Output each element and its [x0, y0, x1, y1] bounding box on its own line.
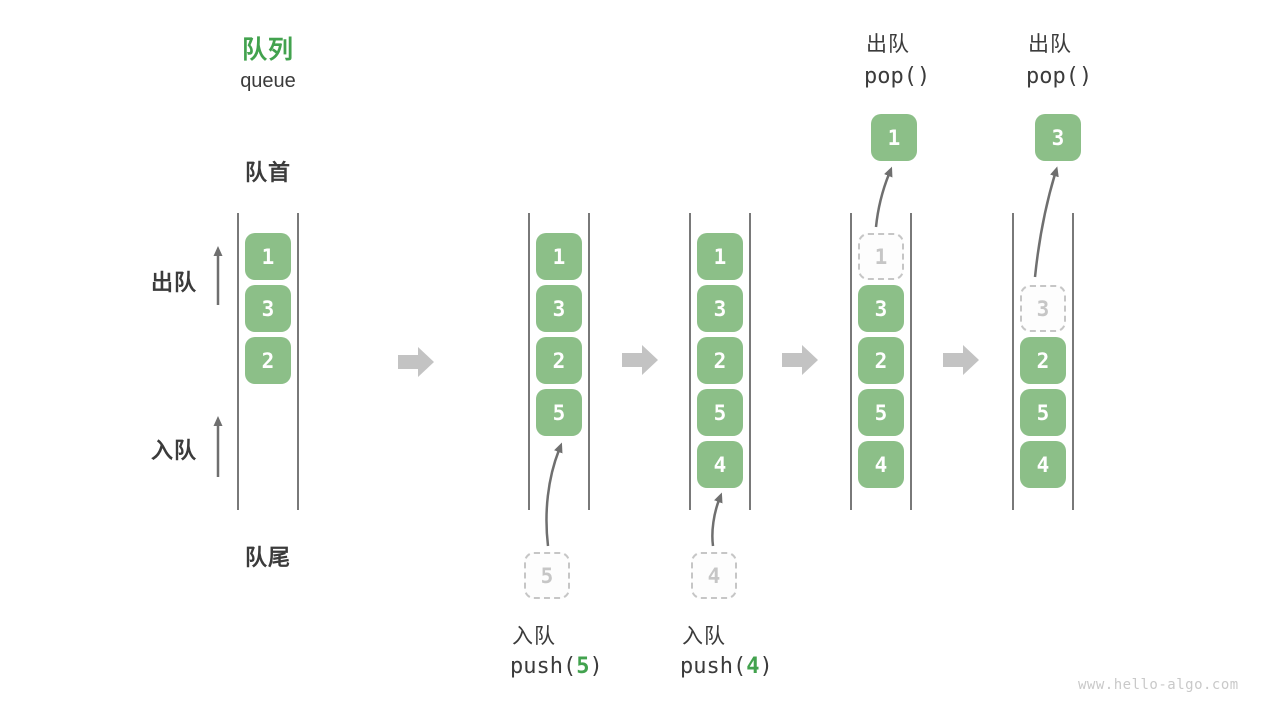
pop-arrow	[1033, 166, 1059, 278]
label-queue-front: 队首	[244, 160, 292, 185]
push-arg: 5	[576, 654, 590, 679]
queue-block: 4	[858, 441, 904, 488]
queue-block: 4	[1020, 441, 1066, 488]
pop-code-label: pop()	[1026, 64, 1093, 89]
queue-block: 2	[1020, 337, 1066, 384]
queue-block: 1	[245, 233, 291, 280]
queue-block: 2	[245, 337, 291, 384]
label-enqueue-direction: 入队	[151, 438, 198, 463]
label-queue-rear: 队尾	[244, 545, 292, 570]
queue-block: 2	[536, 337, 582, 384]
queue-block: 3	[697, 285, 743, 332]
push-arrow	[545, 442, 563, 547]
queue-block: 5	[697, 389, 743, 436]
push-code-label: push(4)	[680, 654, 773, 679]
queue-block: 2	[858, 337, 904, 384]
queue-block: 5	[858, 389, 904, 436]
state-transition-arrow	[782, 345, 818, 375]
push-label-zh: 入队	[682, 625, 726, 648]
queue-block: 2	[697, 337, 743, 384]
popped-element-block: 3	[1035, 114, 1081, 161]
label-dequeue-direction: 出队	[151, 270, 198, 295]
queue-block: 3	[245, 285, 291, 332]
state-transition-arrow	[943, 345, 979, 375]
popped-element-block: 1	[871, 114, 917, 161]
state-transition-arrow	[622, 345, 658, 375]
queue-block: 3	[536, 285, 582, 332]
push-arg: 4	[746, 654, 760, 679]
pop-code-label: pop()	[864, 64, 931, 89]
watermark: www.hello-algo.com	[1078, 677, 1239, 693]
figure-title-zh: 队列	[241, 36, 295, 64]
queue-slot-removed: 1	[858, 233, 904, 280]
incoming-element-box: 4	[691, 552, 737, 599]
figure-title-en: queue	[240, 70, 296, 92]
queue-block: 5	[536, 389, 582, 436]
push-code-label: push(5)	[510, 654, 603, 679]
queue-block: 4	[697, 441, 743, 488]
queue-block: 3	[858, 285, 904, 332]
queue-block: 5	[1020, 389, 1066, 436]
queue-slot-removed: 3	[1020, 285, 1066, 332]
pop-label-zh: 出队	[1028, 33, 1072, 56]
push-label-zh: 入队	[512, 625, 556, 648]
pop-label-zh: 出队	[866, 33, 910, 56]
incoming-element-box: 5	[524, 552, 570, 599]
queue-block: 1	[697, 233, 743, 280]
state-transition-arrow	[398, 347, 434, 377]
pop-arrow	[874, 166, 893, 228]
queue-block: 1	[536, 233, 582, 280]
push-arrow	[711, 492, 723, 547]
